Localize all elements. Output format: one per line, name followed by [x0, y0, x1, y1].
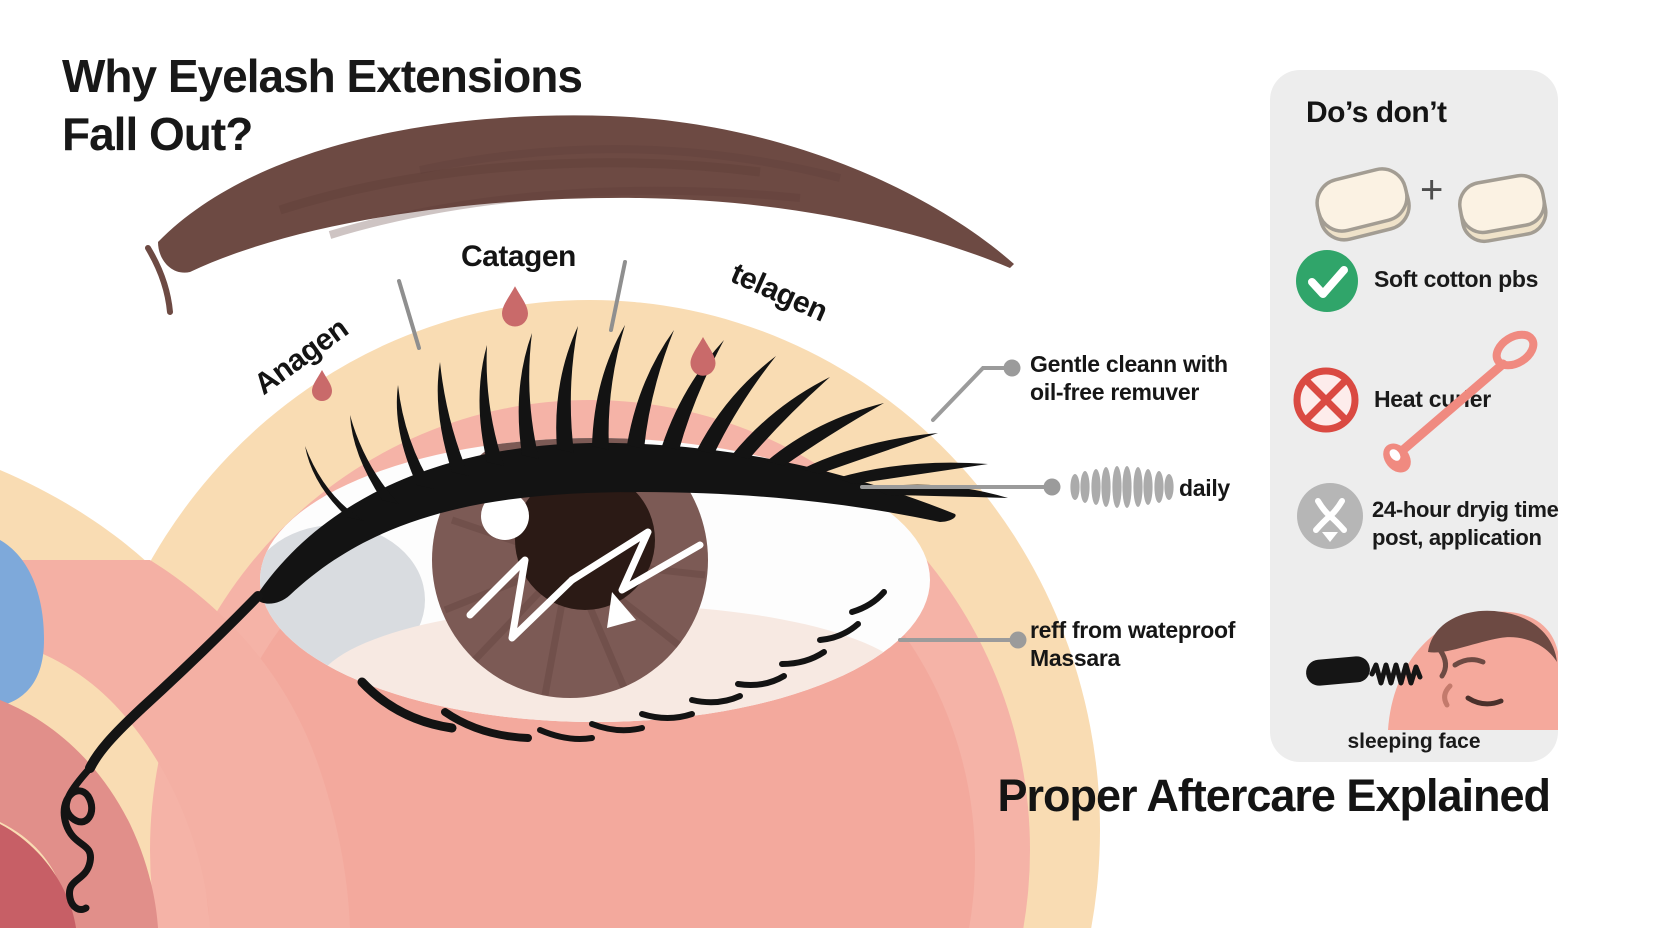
connector-line-cleanser	[931, 366, 1014, 422]
nose	[1442, 683, 1453, 708]
aftercare-panel: Do’s don’t + Soft cotton pbs Heat curler	[1270, 70, 1559, 762]
follicle-drop-telagen	[690, 337, 716, 376]
annotation-cleanser-line2: oil-free remuver	[1030, 379, 1200, 405]
follicle-drop-catagen	[502, 286, 528, 327]
iris-highlight	[481, 492, 529, 540]
plus-icon: +	[1420, 168, 1444, 212]
skin-fold-blue-band	[0, 540, 44, 706]
lash-curler-icon	[1383, 330, 1538, 473]
hair	[1428, 610, 1557, 662]
phase-tick-lines	[397, 260, 627, 350]
page-title-line1: Why Eyelash Extensions	[62, 50, 583, 102]
annotation-mascara-line1: reff from wateproof	[1030, 617, 1236, 643]
closed-eye	[1465, 695, 1504, 707]
check-circle-icon	[1296, 250, 1358, 312]
upper-lashes	[305, 325, 1008, 521]
annotation-connectors	[860, 366, 1054, 642]
lower-lashes	[357, 589, 887, 742]
annotation-cleanser-line1: Gentle cleann with	[1030, 351, 1228, 377]
page-title-line2: Fall Out?	[62, 107, 253, 160]
eyebrow-illustration	[145, 115, 1014, 315]
hourglass-circle-icon	[1297, 483, 1363, 549]
liner-tail	[85, 591, 263, 773]
label-drying-time-line1: 24-hour dryig time	[1372, 497, 1559, 522]
mascara-wand-icon	[1306, 656, 1423, 686]
page-title: Why Eyelash Extensions Fall Out?	[62, 48, 583, 164]
skin-fold-dark-rose	[0, 824, 76, 928]
annotation-daily: daily	[1179, 475, 1230, 501]
pupil	[515, 470, 655, 610]
brush-strokes-icon	[1070, 466, 1174, 508]
lash-curl-squiggle	[60, 764, 96, 914]
eyebrow-tip-sliver	[145, 245, 173, 315]
hair-follicle-drops	[312, 286, 716, 401]
annotation-mascara: reff from wateproof Massara	[1030, 616, 1235, 672]
connector-dots	[1003, 359, 1061, 649]
annotation-cleanser: Gentle cleann with oil-free remuver	[1030, 350, 1228, 406]
cross-circle-icon	[1293, 367, 1359, 433]
skin-fold-pink-band	[0, 560, 350, 928]
cotton-pads-icon	[1315, 167, 1548, 244]
panel-heading: Do’s don’t	[1306, 96, 1447, 129]
label-drying-time-line2: post, application	[1372, 525, 1542, 550]
follicle-drop-anagen	[312, 370, 332, 401]
sleeping-face-caption: sleeping face	[1347, 730, 1481, 753]
skin-fold-rose-band	[0, 700, 158, 928]
annotation-mascara-line2: Massara	[1030, 645, 1120, 671]
phase-label-catagen: Catagen	[461, 240, 576, 273]
iris-cracks	[466, 528, 704, 642]
footer-title: Proper Aftercare Explained	[997, 770, 1551, 821]
label-drying-time: 24-hour dryig time post, application	[1372, 496, 1559, 552]
label-soft-cotton: Soft cotton pbs	[1374, 266, 1539, 292]
sleep-eyebrow	[1452, 657, 1486, 668]
sleeping-face-illustration	[1306, 610, 1558, 730]
